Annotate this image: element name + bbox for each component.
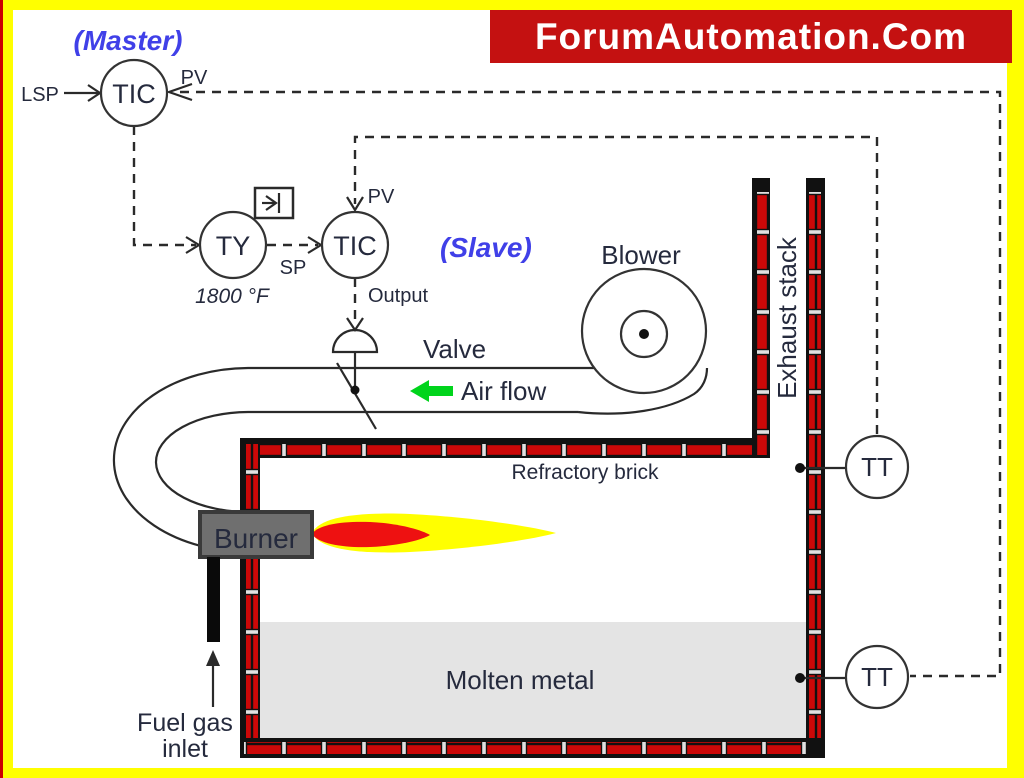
slave-role-label: (Slave) [440,232,532,263]
valve-label: Valve [423,334,486,364]
banner-title: ForumAutomation.Com [535,16,967,57]
instrument-bubbles: TIC TY TIC TT TT [99,58,910,710]
limit-relay-tag: TY [216,231,251,261]
master-controller-tag: TIC [112,79,156,109]
burner-label: Burner [214,523,298,554]
air-flow-indicator: Air flow [410,376,546,406]
master-controller-bubble [99,58,169,128]
refractory-brick-label: Refractory brick [511,461,659,484]
limit-setting-label: 1800 °F [195,285,270,308]
sp-label: SP [280,257,307,279]
air-flow-arrow-icon [410,380,453,402]
master-role-label: (Master) [74,25,183,56]
blower-label: Blower [601,240,681,270]
fuel-gas-pipe [207,557,220,642]
blower-shaft-dot [639,329,649,339]
burner-assembly: Burner Fuel gas inlet [137,510,314,763]
stack-sensor-dot [795,463,805,473]
flame-inner [312,521,430,548]
slave-pv-label: PV [368,186,395,208]
slave-controller-tag: TIC [333,231,377,261]
exhaust-stack-label: Exhaust stack [772,236,802,399]
high-limit-symbol [253,186,295,220]
fuel-gas-label-line2: inlet [162,735,208,763]
stack-transmitter-tag: TT [861,452,893,482]
burner-box [198,510,314,559]
annotations: (Master) (Slave) LSP PV PV SP Output 180… [21,25,802,695]
damper-pivot-dot [350,385,360,395]
banner-background [490,10,1012,63]
metal-transmitter-tag: TT [861,662,893,692]
air-flow-label: Air flow [461,376,546,406]
slave-controller-bubble [320,210,390,280]
fuel-gas-arrow [206,650,220,666]
furnace-walls [240,178,825,758]
metal-transmitter-bubble [844,644,910,710]
sensor-connections [64,84,847,683]
blower: Blower [580,240,708,395]
molten-metal-label: Molten metal [446,665,595,695]
lsp-label: LSP [21,84,59,106]
fuel-gas-label-line1: Fuel gas [137,709,233,737]
limit-relay-bubble [198,210,268,280]
left-red-edge [0,0,3,778]
site-banner: ForumAutomation.Com [490,10,1012,63]
burner-flame [312,513,556,553]
master-pv-label: PV [181,67,208,89]
output-label: Output [368,285,428,307]
air-valve: Valve [331,328,486,430]
signal-lines [132,82,1002,678]
molten-metal-pool [258,622,806,740]
metal-sensor-dot [795,673,805,683]
valve-actuator-dome [331,328,379,354]
air-duct [112,366,709,554]
stack-transmitter-bubble [844,434,910,500]
